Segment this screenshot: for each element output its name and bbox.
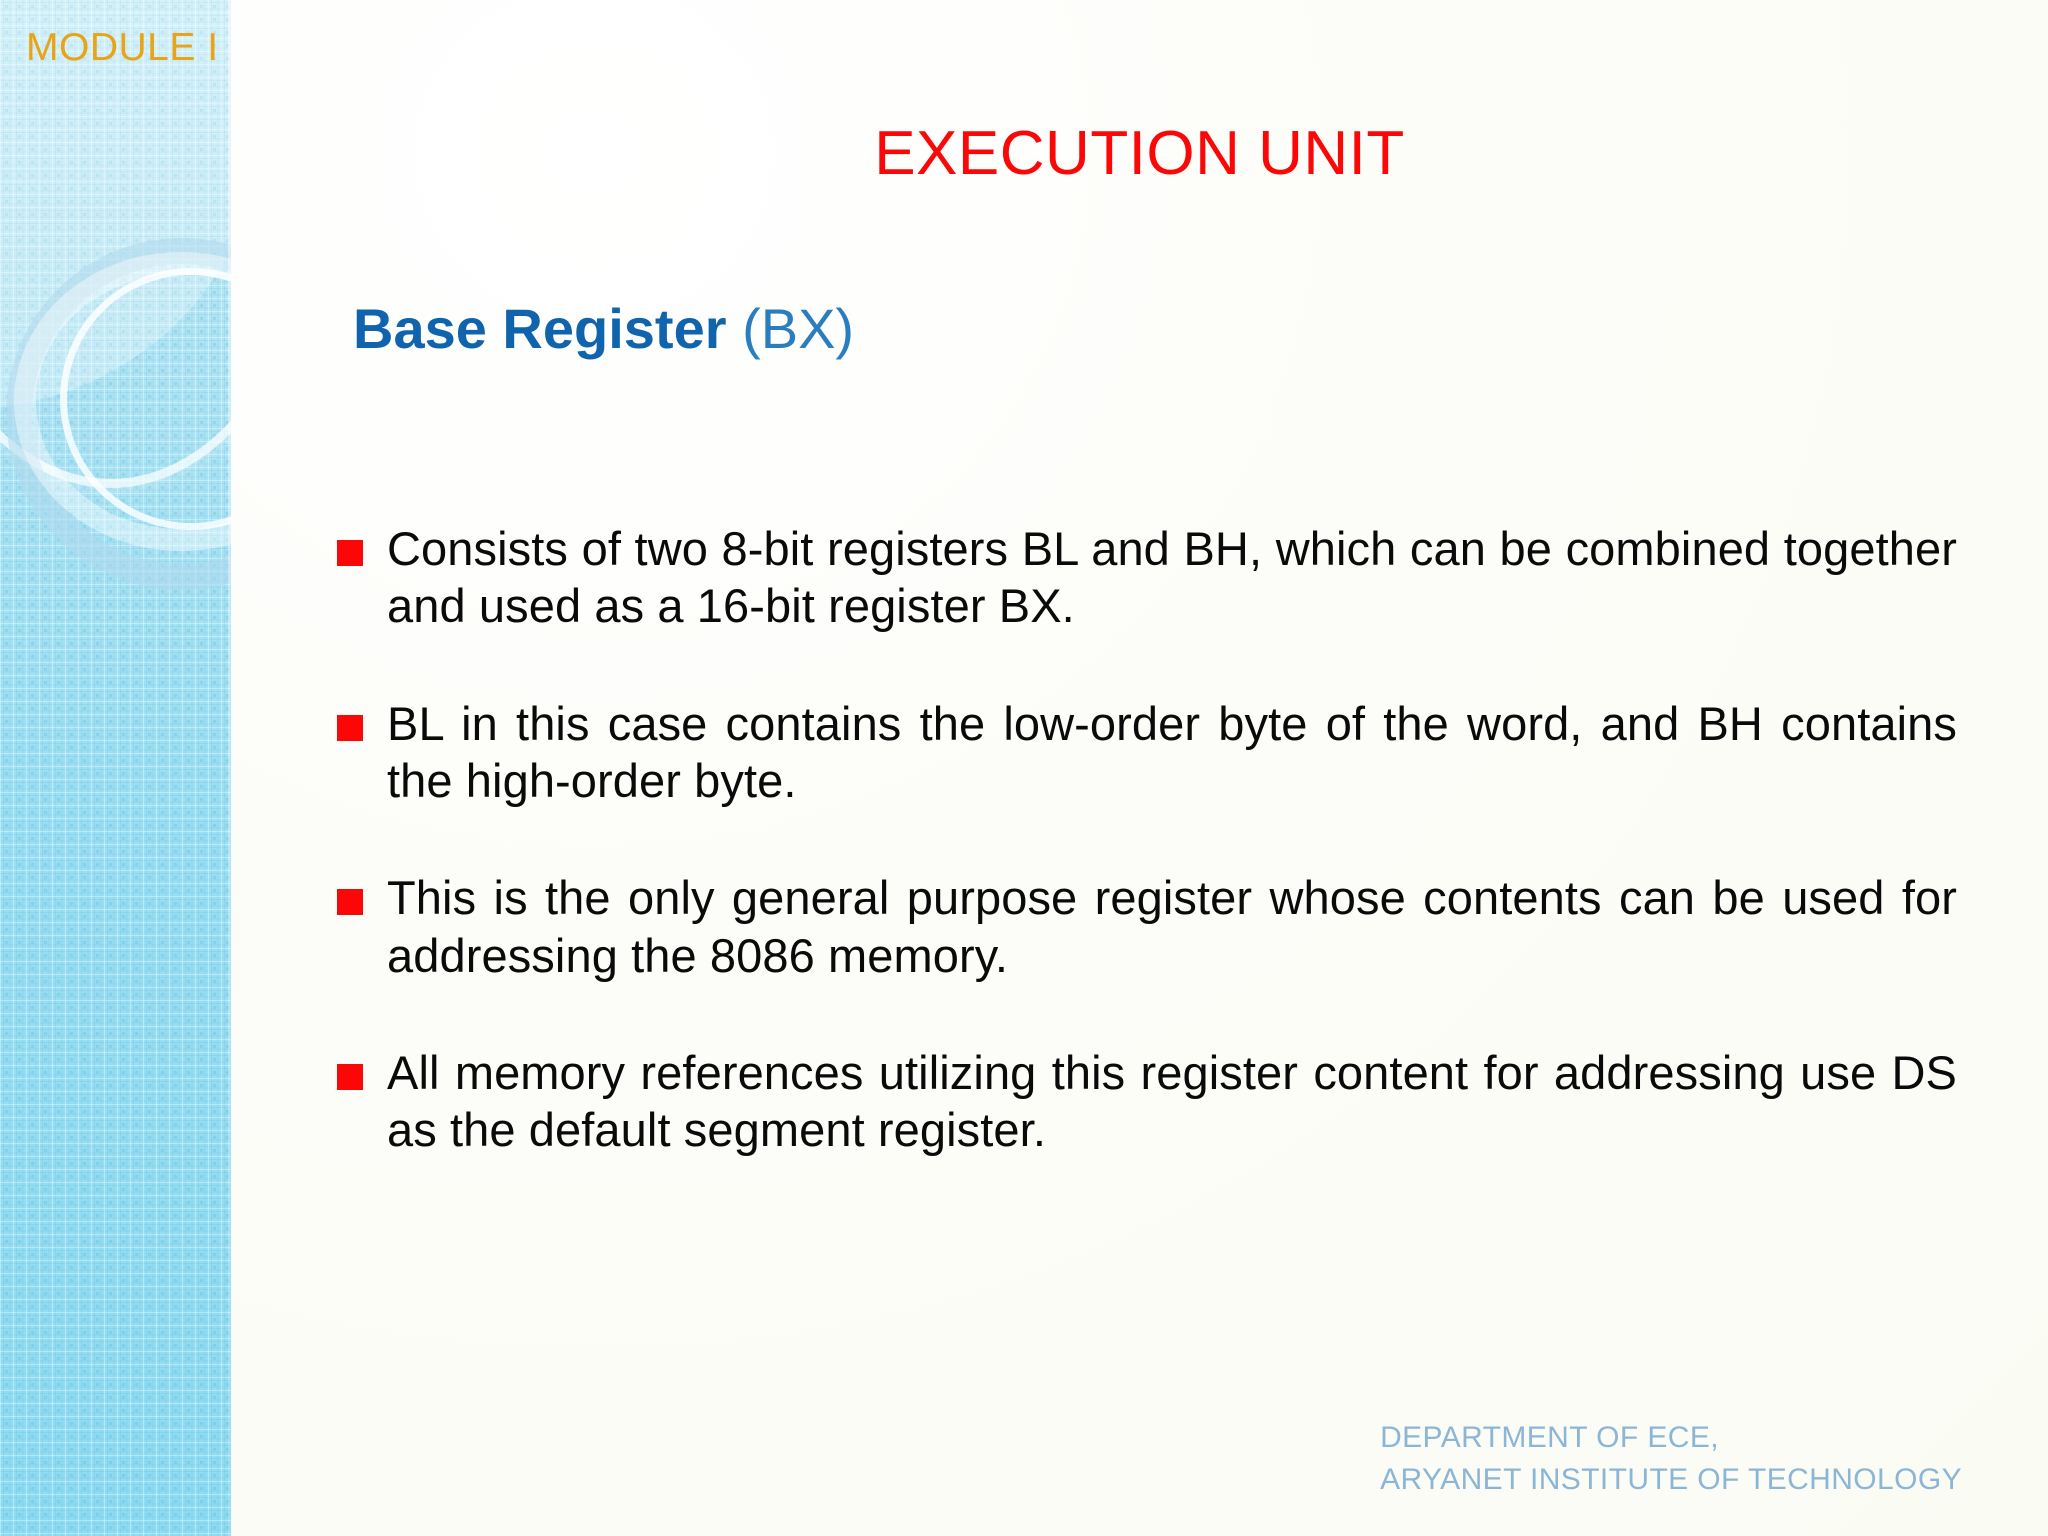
red-square-bullet-icon	[337, 540, 363, 566]
bullet-text: Consists of two 8-bit registers BL and B…	[387, 522, 1957, 633]
list-item: Consists of two 8-bit registers BL and B…	[337, 520, 1957, 635]
sidebar-edge-divider	[228, 0, 231, 1536]
footer-line-institute: ARYANET INSTITUTE OF TECHNOLOGY	[1380, 1462, 1962, 1496]
subheading-plain-text: (BX)	[726, 297, 855, 360]
module-label: MODULE I	[26, 26, 219, 69]
footer-line-department: DEPARTMENT OF ECE,	[1380, 1421, 1719, 1455]
slide-content-area: EXECUTION UNIT Base Register (BX) Consis…	[231, 0, 2048, 1536]
bullet-text: All memory references utilizing this reg…	[387, 1045, 1957, 1157]
section-subheading: Base Register (BX)	[353, 296, 854, 362]
slide-footer: DEPARTMENT OF ECE, ARYANET INSTITUTE OF …	[1380, 1417, 1962, 1500]
list-item: This is the only general purpose registe…	[337, 869, 1957, 984]
list-item: BL in this case contains the low-order b…	[337, 695, 1957, 810]
subheading-bold-text: Base Register	[353, 297, 727, 360]
bullet-text: BL in this case contains the low-order b…	[387, 696, 1957, 807]
red-square-bullet-icon	[337, 1063, 363, 1090]
red-square-bullet-icon	[337, 714, 363, 741]
red-square-bullet-icon	[337, 889, 363, 916]
slide-title: EXECUTION UNIT	[874, 119, 1405, 188]
list-item: All memory references utilizing this reg…	[337, 1044, 1957, 1159]
bullet-text: This is the only general purpose registe…	[387, 871, 1957, 982]
bullet-list: Consists of two 8-bit registers BL and B…	[337, 520, 1957, 1219]
slide-sidebar: MODULE I	[0, 0, 231, 1536]
